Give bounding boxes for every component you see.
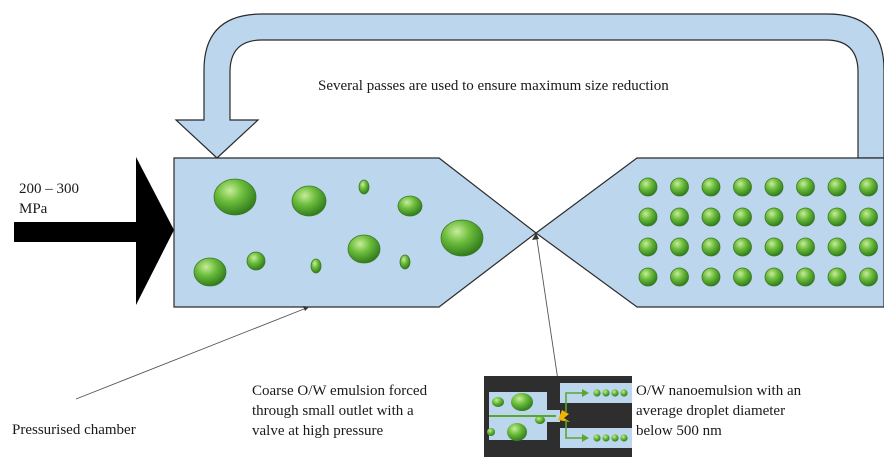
fine-droplet bbox=[796, 237, 815, 257]
passes-label: Several passes are used to ensure maximu… bbox=[318, 78, 669, 94]
fine-droplet bbox=[796, 207, 815, 227]
chamber-pointer-tip bbox=[303, 306, 309, 311]
output-chamber bbox=[534, 157, 884, 308]
coarse-droplets bbox=[193, 178, 484, 287]
droplet bbox=[213, 178, 257, 216]
fine-droplet bbox=[701, 237, 721, 257]
inset-fine-droplet bbox=[593, 434, 601, 442]
fine-droplet bbox=[859, 267, 878, 287]
fine-droplet bbox=[764, 237, 784, 257]
chamber-label: Pressurised chamber bbox=[12, 422, 136, 438]
inset-droplet bbox=[487, 428, 495, 436]
fine-droplet bbox=[796, 177, 815, 197]
inset-fine-droplet bbox=[620, 434, 628, 442]
inset-arrowhead-top bbox=[582, 389, 589, 397]
fine-droplet bbox=[638, 207, 658, 227]
fine-droplet bbox=[733, 207, 752, 227]
droplet bbox=[193, 257, 227, 287]
fine-droplet bbox=[638, 177, 658, 197]
fine-droplet bbox=[670, 177, 689, 197]
fine-droplet bbox=[638, 237, 658, 257]
pressurised-chamber bbox=[173, 157, 537, 308]
fine-droplet bbox=[827, 207, 847, 227]
inset-droplet bbox=[535, 416, 545, 424]
inset-fine-droplet bbox=[602, 434, 610, 442]
inset-fine-droplets bbox=[593, 389, 628, 442]
pressure-unit: MPa bbox=[19, 201, 48, 217]
chamber-pointer-line bbox=[75, 306, 310, 400]
fine-droplet bbox=[670, 207, 689, 227]
inset-droplet bbox=[492, 397, 504, 407]
fine-droplet bbox=[764, 207, 784, 227]
inset-flow-arrow-bottom bbox=[565, 420, 582, 439]
inset-fine-droplet bbox=[611, 434, 619, 442]
droplet bbox=[397, 195, 423, 217]
droplet bbox=[399, 254, 411, 270]
inset-fine-droplet bbox=[620, 389, 628, 397]
inset-flow-arrow-top bbox=[565, 392, 582, 412]
droplet bbox=[246, 251, 266, 271]
inset-arrowhead-bottom bbox=[582, 434, 589, 442]
fine-droplet bbox=[701, 267, 721, 287]
coarse-emulsion-label: Coarse O/W emulsion forced through small… bbox=[252, 383, 428, 439]
droplet bbox=[291, 185, 327, 217]
droplet bbox=[440, 219, 484, 257]
fine-droplet bbox=[701, 177, 721, 197]
fine-droplet bbox=[764, 177, 784, 197]
fine-droplet bbox=[827, 177, 847, 197]
inset-fine-droplet bbox=[593, 389, 601, 397]
fine-droplet bbox=[859, 237, 878, 257]
inset-valve-spark bbox=[558, 410, 570, 422]
fine-droplet bbox=[670, 237, 689, 257]
fine-droplet bbox=[733, 267, 752, 287]
fine-droplet bbox=[701, 207, 721, 227]
inset-fine-droplet bbox=[602, 389, 610, 397]
droplet bbox=[310, 258, 322, 274]
nanoemulsion-label: O/W nanoemulsion with an average droplet… bbox=[636, 383, 802, 439]
fine-droplet bbox=[859, 177, 878, 197]
fine-droplet bbox=[733, 177, 752, 197]
inset-droplet bbox=[507, 423, 527, 441]
outlet-pointer-tip bbox=[532, 233, 539, 240]
droplet bbox=[347, 234, 381, 264]
recirculation-arrow bbox=[174, 13, 884, 159]
valve-inset bbox=[484, 376, 632, 457]
fine-droplet bbox=[827, 237, 847, 257]
inset-fine-droplet bbox=[611, 389, 619, 397]
fine-droplet bbox=[670, 267, 689, 287]
fine-droplet bbox=[827, 267, 847, 287]
pressure-value: 200 – 300 bbox=[19, 181, 79, 197]
pressure-label: 200 – 300 MPa bbox=[19, 179, 79, 219]
fine-droplet-grid bbox=[638, 177, 878, 287]
fine-droplet bbox=[796, 267, 815, 287]
inset-droplet bbox=[511, 393, 533, 411]
fine-droplet bbox=[638, 267, 658, 287]
pressure-arrow bbox=[14, 157, 174, 305]
fine-droplet bbox=[733, 237, 752, 257]
fine-droplet bbox=[764, 267, 784, 287]
droplet bbox=[358, 179, 370, 195]
fine-droplet bbox=[859, 207, 878, 227]
